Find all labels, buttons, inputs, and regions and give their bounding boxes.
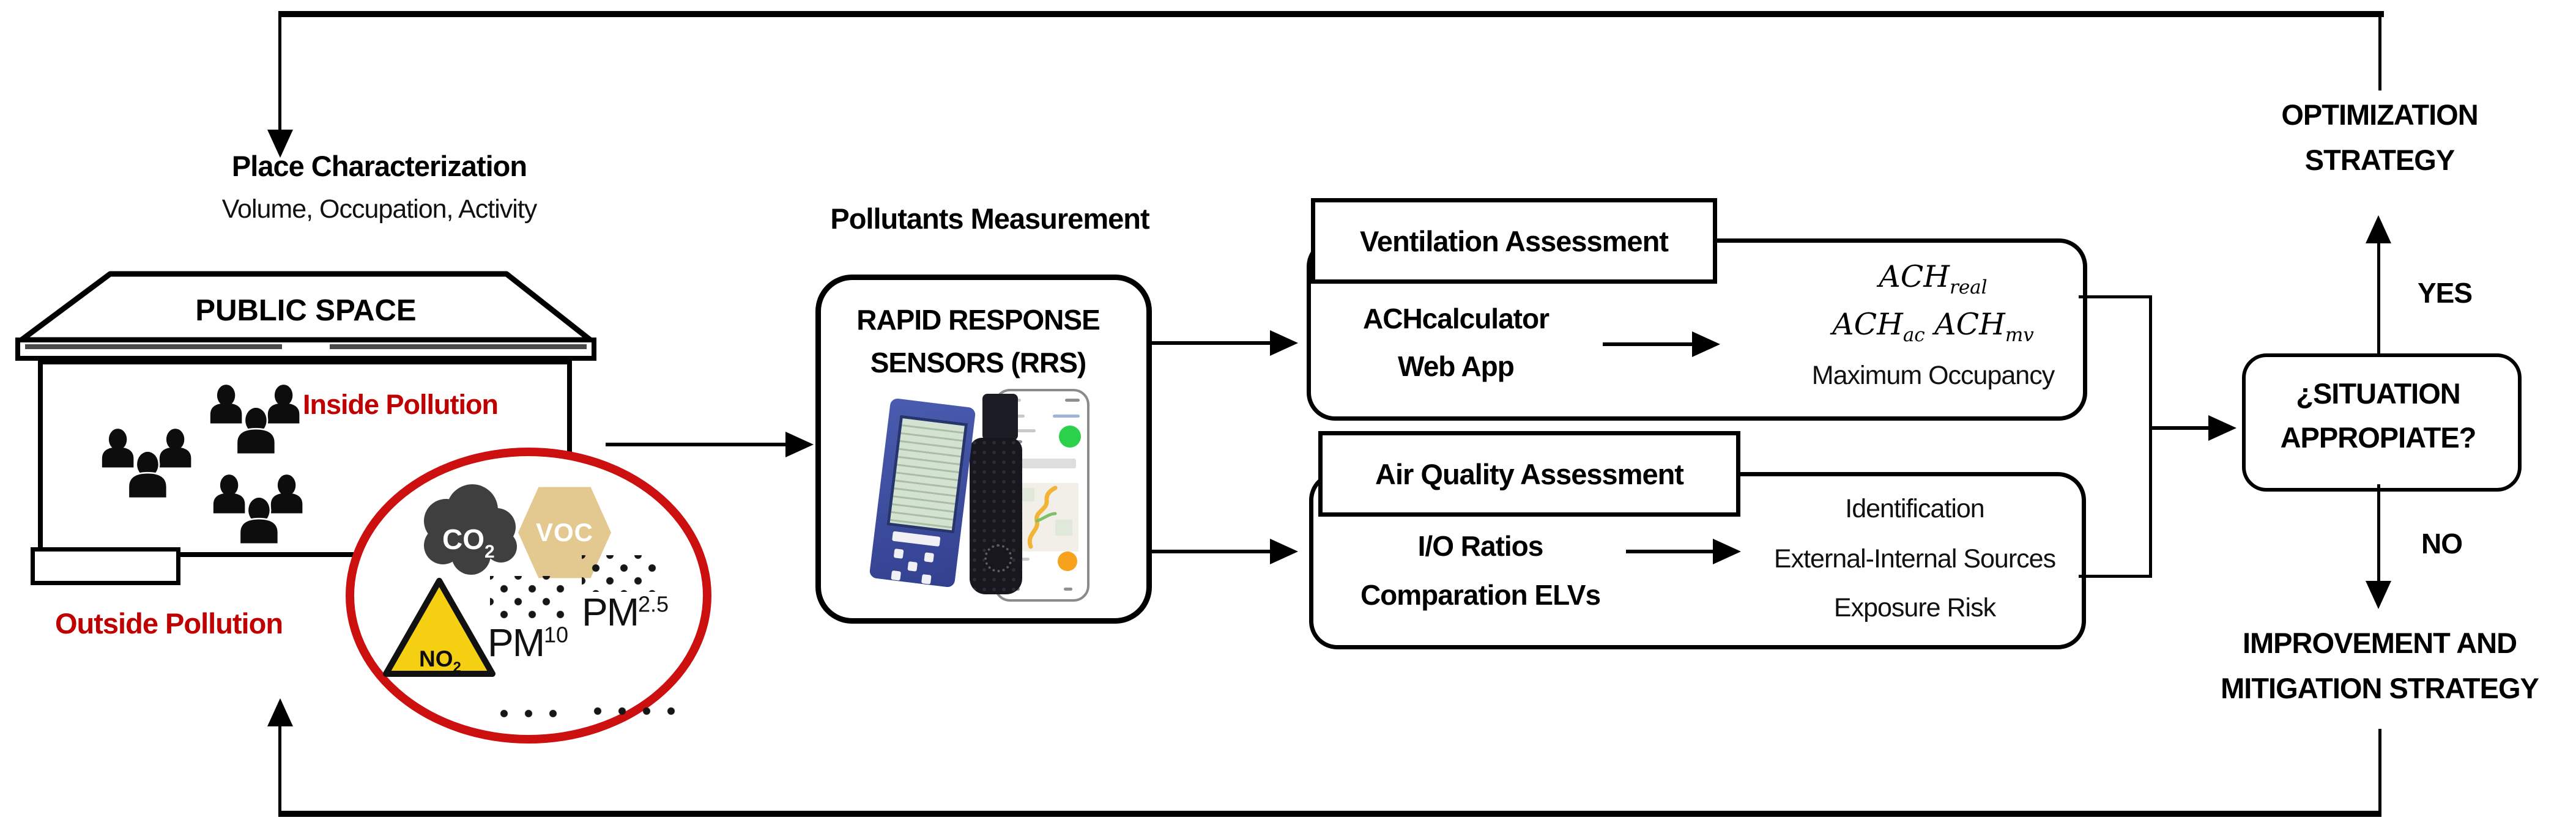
ventilation-assessment-label-box: Ventilation Assessment [1311,198,1717,284]
pm10-label: PM10 [488,621,569,665]
ventilation-assessment-label: Ventilation Assessment [1360,224,1669,257]
pollutants-oval: CO2 VOC NO2 PM10 PM2.5 [346,448,711,744]
arrow-rrs-to-ventilation [1145,341,1272,345]
outside-pollution-label: Outside Pollution [55,607,283,640]
no-label: NO [2421,528,2463,559]
people-group-icon [213,474,303,545]
top-feedback-right-segment [2378,11,2381,90]
arrowhead-ach-outputs-icon [1692,331,1720,357]
rrs-box-title-line1: RAPID RESPONSE [856,304,1101,336]
no-arrow-line [2377,484,2380,583]
arrow-io-to-outputs [1626,550,1717,553]
rapid-response-sensors-box: RAPID RESPONSE SENSORS (RRS) [815,275,1152,624]
comparation-elvs-label: Comparation ELVs [1360,579,1601,611]
arrow-building-to-sensors [606,443,789,446]
air-quality-assessment-label: Air Quality Assessment [1375,457,1684,490]
yes-arrow-line [2377,240,2380,353]
pm25-dots-icon [582,555,660,592]
building-roof-band [15,338,596,361]
phone-green-status-dot [1059,426,1081,448]
gas-analyzer-icon [869,397,976,588]
maximum-occupancy-label: Maximum Occupancy [1811,361,2055,390]
arrowhead-yes-up-icon [2366,215,2391,243]
top-feedback-left-segment [278,11,281,132]
arrowhead-to-airquality-icon [1270,539,1298,564]
pm10-dots-row-icon [492,706,565,721]
optimization-strategy-line1: OPTIMIZATION [2281,98,2478,131]
arrowhead-to-sensors-icon [785,432,814,457]
bottom-feedback-line [278,811,2381,817]
webapp-label: Web App [1398,350,1515,382]
arrowhead-to-decision-icon [2208,415,2236,441]
bottom-feedback-right-segment [2378,729,2381,816]
rrs-box-title-line2: SENSORS (RRS) [870,347,1086,378]
phone-map-view [1012,483,1078,552]
handheld-sensor-cap-icon [982,394,1018,440]
analyzer-label-bar [892,531,941,547]
improvement-strategy-line2: MITIGATION STRATEGY [2221,672,2539,704]
inside-pollution-label: Inside Pollution [303,389,499,420]
sensor-dial [984,544,1012,572]
place-characterization-subtitle: Volume, Occupation, Activity [221,194,538,224]
situation-appropiate-decision-box: ¿SITUATION APPROPIATE? [2242,353,2522,492]
phone-orange-action-dot [1058,552,1077,571]
improvement-strategy-line1: IMPROVEMENT AND [2242,627,2517,659]
roof-band-shadow-right [330,344,587,349]
arrowhead-to-ventilation-icon [1270,330,1298,356]
air-quality-assessment-label-box: Air Quality Assessment [1318,431,1740,517]
people-group-icon [102,429,191,500]
svg-text:CO2: CO2 [442,523,495,562]
arrowhead-no-down-icon [2366,581,2391,609]
no2-warning-triangle-icon: NO2 [383,578,496,677]
exposure-risk-label: Exposure Risk [1833,593,1996,622]
analyzer-button [921,574,932,585]
io-ratios-label: I/O Ratios [1417,530,1544,562]
decision-line2: APPROPIATE? [2280,421,2477,454]
achcalculator-label: ACHcalculator [1363,303,1550,334]
arrowhead-io-outputs-icon [1713,539,1741,564]
analyzer-button [891,570,902,581]
identification-label: Identification [1845,494,1984,523]
phone-text-line [1004,429,1036,432]
top-feedback-line [278,11,2384,17]
pm25-dots-row-icon [585,703,677,719]
ach-real-formula: ACHreal [1879,259,1988,298]
phone-statusbar-line [1065,399,1080,402]
arrow-merge-to-decision [2149,426,2211,430]
arrow-rrs-to-airquality [1149,550,1272,553]
ach-ac-mv-formula: ACHac ACHmv [1832,307,2034,346]
analyzer-screen [886,415,968,534]
roof-band-shadow-left [25,344,282,349]
analyzer-button [907,561,918,572]
merge-vertical-line [2149,295,2152,578]
voc-label: VOC [535,518,593,547]
yes-label: YES [2418,277,2473,309]
arrowhead-up-to-building-icon [267,698,293,726]
pm25-label: PM2.5 [582,590,669,634]
handheld-sensor-icon [970,438,1022,594]
decision-line1: ¿SITUATION [2296,377,2461,410]
pollutants-measurement-heading: Pollutants Measurement [830,202,1149,235]
people-group-icon [210,385,300,456]
pm10-dots-icon [490,576,568,621]
arrowhead-down-to-place-icon [267,130,293,158]
analyzer-button [893,548,904,559]
phone-text-line [1053,415,1080,418]
external-internal-sources-label: External-Internal Sources [1773,544,2056,574]
arrow-ach-to-outputs [1603,342,1696,346]
airquality-connector-stub [2079,575,2152,578]
building-title: PUBLIC SPACE [195,294,417,327]
place-characterization-title: Place Characterization [231,150,527,182]
building-entrance-step [31,547,180,585]
bottom-feedback-left-segment [278,725,281,814]
optimization-strategy-line2: STRATEGY [2304,144,2455,176]
co2-cloud-icon: CO2 [424,484,517,575]
ventilation-connector-stub [2079,295,2152,298]
analyzer-button [924,552,935,563]
svg-text:NO2: NO2 [419,646,461,676]
phone-bottombar-line [1064,588,1072,591]
